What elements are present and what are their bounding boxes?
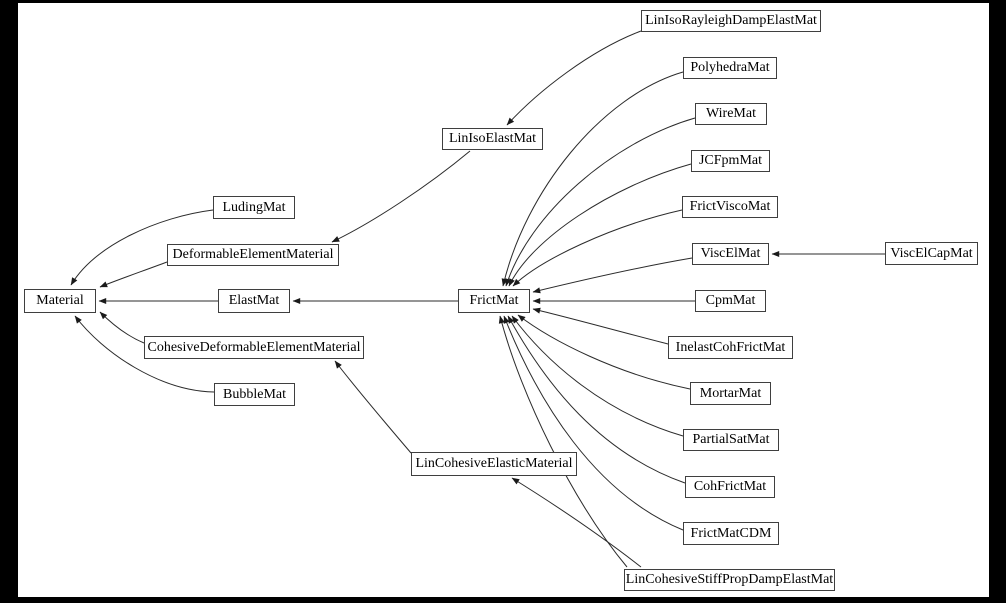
inheritance-edge-partial-sat-mat-to-frict-mat [511, 315, 684, 437]
class-node-cpm-mat[interactable]: CpmMat [695, 290, 766, 312]
class-node-bubble-mat[interactable]: BubbleMat [214, 383, 295, 406]
class-node-visc-el-mat[interactable]: ViscElMat [692, 243, 769, 265]
inheritance-edge-coh-frict-mat-to-frict-mat [507, 315, 686, 484]
class-node-visc-el-cap-mat[interactable]: ViscElCapMat [885, 242, 978, 265]
class-node-lin-iso-rayleigh-damp-elast-mat[interactable]: LinIsoRayleighDampElastMat [641, 10, 821, 32]
inheritance-edge-lin-iso-elast-mat-to-deformable-element-material [331, 150, 471, 243]
class-node-lin-iso-elast-mat[interactable]: LinIsoElastMat [442, 128, 543, 150]
inheritance-edge-frict-mat-cdm-to-frict-mat [503, 315, 684, 531]
inheritance-edge-frict-visco-mat-to-frict-mat [512, 209, 683, 287]
inheritance-edge-cohesive-deformable-element-material-to-material [99, 311, 145, 344]
inheritance-edge-mortar-mat-to-frict-mat [517, 314, 691, 390]
class-node-jcfpm-mat[interactable]: JCFpmMat [691, 150, 770, 172]
class-node-lin-cohesive-elastic-material[interactable]: LinCohesiveElasticMaterial [411, 452, 577, 476]
inheritance-edge-wire-mat-to-frict-mat [505, 117, 696, 287]
class-node-wire-mat[interactable]: WireMat [695, 103, 767, 125]
inheritance-edge-polyhedra-mat-to-frict-mat [501, 71, 684, 287]
inheritance-edge-inelast-coh-frict-mat-to-frict-mat [532, 307, 669, 345]
class-node-cohesive-deformable-element-material[interactable]: CohesiveDeformableElementMaterial [144, 336, 364, 359]
inheritance-edge-lin-cohesive-stiff-prop-damp-elast-mat-to-lin-cohesive-elastic-material [511, 477, 642, 568]
class-node-luding-mat[interactable]: LudingMat [213, 196, 295, 219]
class-node-frict-mat-cdm[interactable]: FrictMatCDM [683, 522, 779, 545]
class-node-deformable-element-material[interactable]: DeformableElementMaterial [167, 244, 339, 266]
inheritance-edge-lin-cohesive-stiff-prop-damp-elast-mat-to-frict-mat [498, 315, 628, 568]
inheritance-edge-bubble-mat-to-material [74, 315, 215, 393]
inheritance-edge-visc-el-mat-to-frict-mat [532, 257, 693, 294]
class-node-partial-sat-mat[interactable]: PartialSatMat [683, 429, 779, 451]
class-node-inelast-coh-frict-mat[interactable]: InelastCohFrictMat [668, 336, 793, 359]
class-node-frict-visco-mat[interactable]: FrictViscoMat [682, 196, 778, 218]
class-node-lin-cohesive-stiff-prop-damp-elast-mat[interactable]: LinCohesiveStiffPropDampElastMat [624, 569, 835, 591]
inheritance-edge-jcfpm-mat-to-frict-mat [508, 163, 692, 287]
class-node-frict-mat[interactable]: FrictMat [458, 289, 530, 313]
inheritance-edge-deformable-element-material-to-material [99, 261, 168, 288]
class-node-polyhedra-mat[interactable]: PolyhedraMat [683, 57, 777, 79]
class-node-mortar-mat[interactable]: MortarMat [690, 382, 771, 405]
inheritance-edge-luding-mat-to-material [70, 209, 214, 286]
inheritance-edge-lin-iso-rayleigh-damp-elast-mat-to-lin-iso-elast-mat [506, 30, 642, 126]
class-node-coh-frict-mat[interactable]: CohFrictMat [685, 476, 775, 498]
inheritance-edge-lin-cohesive-elastic-material-to-cohesive-deformable-element-material [334, 360, 412, 454]
class-node-material[interactable]: Material [24, 289, 96, 313]
class-node-elast-mat[interactable]: ElastMat [218, 289, 290, 313]
